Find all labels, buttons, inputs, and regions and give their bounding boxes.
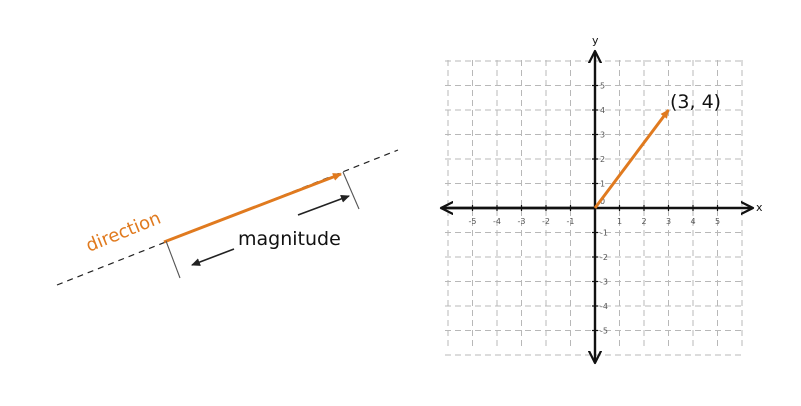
y-tick-label: 2 <box>600 155 605 164</box>
y-tick-label: -4 <box>600 302 608 311</box>
coordinate-plane: -5 -4 -3 -2 -1 1 2 3 4 5 -5 -4 -3 -2 -1 0 1 2 3 4 5 (3, 4) x… <box>441 34 763 362</box>
x-tick-label: 2 <box>641 217 646 226</box>
x-tick-label: 3 <box>666 217 671 226</box>
y-tick-label: -1 <box>600 229 608 238</box>
direction-label: direction <box>83 208 164 257</box>
y-tick-label: -3 <box>600 278 608 287</box>
x-tick-label: 1 <box>617 217 622 226</box>
y-tick-label: -2 <box>600 253 608 262</box>
y-axis-label: y <box>592 34 599 47</box>
magnitude-arrow-right <box>297 195 350 216</box>
vector-direction-magnitude-diagram: direction magnitude <box>56 149 399 286</box>
magnitude-end-tick <box>342 171 360 210</box>
y-tick-label: 0 <box>600 197 605 206</box>
y-tick-label: 4 <box>600 106 605 115</box>
point-label: (3, 4) <box>670 91 721 113</box>
x-tick-label: -5 <box>469 217 477 226</box>
vector-arrow <box>163 172 342 244</box>
magnitude-start-tick <box>165 240 181 279</box>
magnitude-arrow-left <box>191 248 235 266</box>
x-tick-label: -2 <box>542 217 550 226</box>
x-tick-label: -4 <box>493 217 501 226</box>
y-tick-label: 5 <box>600 82 605 91</box>
y-tick-label: -5 <box>600 327 608 336</box>
magnitude-label: magnitude <box>238 228 341 250</box>
y-tick-label: 1 <box>600 180 605 189</box>
x-axis-label: x <box>756 201 763 214</box>
x-tick-label: 4 <box>690 217 695 226</box>
vector-3-4-arrow <box>593 109 670 209</box>
x-tick-label: -1 <box>567 217 575 226</box>
tick-labels: -5 -4 -3 -2 -1 1 2 3 4 5 -5 -4 -3 -2 -1 0 1 2 3 4 5 <box>469 82 721 336</box>
y-tick-label: 3 <box>600 131 605 140</box>
x-tick-label: 5 <box>715 217 720 226</box>
x-tick-label: -3 <box>518 217 526 226</box>
